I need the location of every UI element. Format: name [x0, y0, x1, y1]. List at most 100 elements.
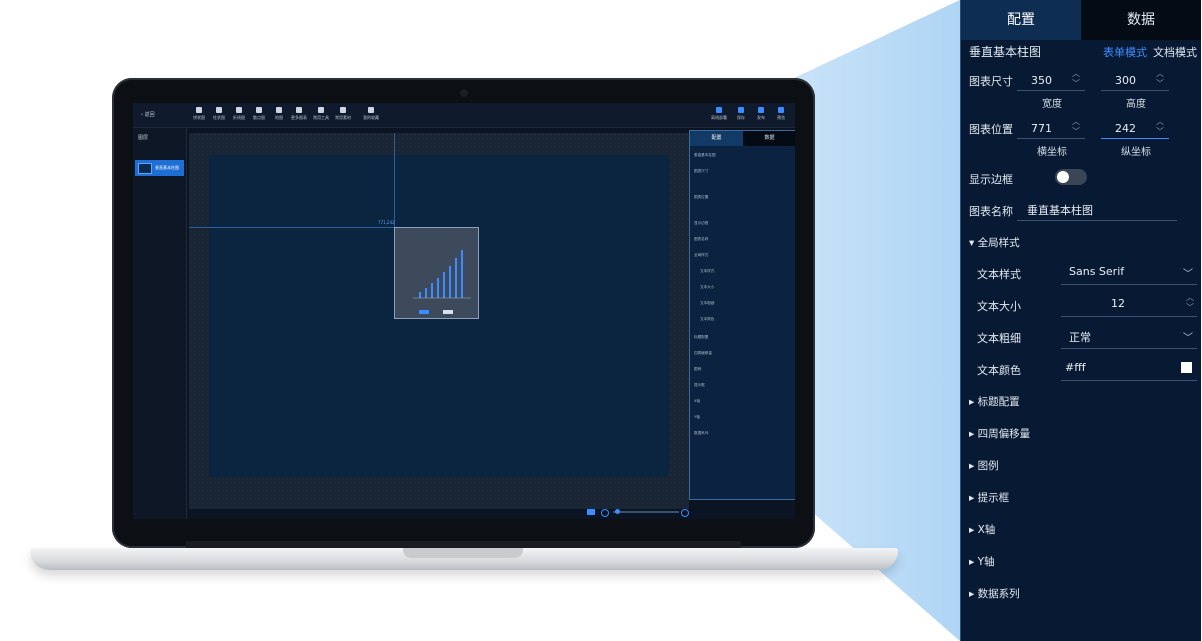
chevron-down-icon[interactable]: ﹀	[1072, 127, 1080, 136]
color-swatch[interactable]	[1181, 362, 1192, 373]
font-style-select[interactable]: Sans Serif ﹀	[1061, 260, 1197, 285]
tool-scatter[interactable]: 散点图	[249, 107, 269, 121]
layer-item[interactable]: 垂直基本柱图	[135, 160, 184, 176]
name-input[interactable]: 垂直基本柱图	[1017, 198, 1177, 221]
zoom-in-icon[interactable]	[681, 509, 689, 517]
chevron-down-icon[interactable]: ﹀	[1072, 79, 1080, 88]
mini-section[interactable]: 四周偏移量	[694, 351, 712, 355]
save-icon	[738, 107, 744, 113]
x-input[interactable]: 771 ︿ ﹀	[1017, 118, 1085, 139]
chevron-up-icon[interactable]: ︿	[1072, 69, 1080, 78]
tool-preview[interactable]: 预览	[771, 107, 791, 121]
more-icon	[296, 107, 302, 113]
zoom-slider-thumb[interactable]	[615, 509, 620, 514]
border-toggle[interactable]	[1055, 169, 1087, 185]
map-icon	[276, 107, 282, 113]
section-series[interactable]: ▸ 数据系列	[969, 588, 1020, 600]
config-panel: 配置 数据 垂直基本柱图 表单模式 文档模式 图表尺寸 350 ︿ ﹀ 300 …	[960, 0, 1201, 641]
global-style-header[interactable]: ▾ 全局样式	[969, 237, 1020, 249]
mini-tab-config[interactable]: 配置	[690, 131, 743, 146]
mini-font-size-label: 文本大小	[700, 285, 715, 289]
tool-label: 预览	[777, 115, 785, 120]
mini-section[interactable]: 标题配置	[694, 335, 709, 339]
tool-label: 保存	[737, 115, 745, 120]
mini-global-style[interactable]: 全局样式	[694, 253, 709, 257]
tool-favorites[interactable]: 我的收藏	[361, 107, 381, 121]
tool-deploy[interactable]: 离线部署	[709, 107, 729, 121]
chevron-down-icon[interactable]: ﹀	[1186, 303, 1194, 312]
section-offset[interactable]: ▸ 四周偏移量	[969, 428, 1031, 440]
webcam	[460, 89, 468, 97]
section-label: Y轴	[977, 556, 995, 568]
mini-size-label: 图表尺寸	[694, 169, 709, 173]
chevron-down-icon[interactable]: ﹀	[1156, 127, 1164, 136]
mini-section[interactable]: 图例	[694, 367, 702, 371]
mini-tab-data[interactable]: 数据	[743, 131, 795, 146]
layer-label: 垂直基本柱图	[155, 165, 179, 170]
width-value: 350	[1031, 74, 1052, 87]
laptop-base	[30, 548, 898, 570]
zoom-out-icon[interactable]	[601, 509, 609, 517]
mini-section[interactable]: 数据系列	[694, 431, 709, 435]
mini-name-label: 图表名称	[694, 237, 709, 241]
tool-pie[interactable]: 饼状图	[189, 107, 209, 121]
mini-config-panel: 配置 数据 垂直基本柱图 图表尺寸 图表位置 显示边框 图表名称 全局样式 文本…	[689, 130, 795, 500]
tool-more-charts[interactable]: 更多图表	[289, 107, 309, 121]
tool-bar[interactable]: 柱状图	[209, 107, 229, 121]
font-weight-label: 文本粗细	[977, 332, 1021, 345]
toggle-knob	[1057, 171, 1069, 183]
tool-publish[interactable]: 发布	[751, 107, 771, 121]
section-label: 四周偏移量	[977, 428, 1031, 440]
tab-data[interactable]: 数据	[1081, 0, 1201, 40]
mini-section[interactable]: 提示框	[694, 383, 705, 387]
font-style-value: Sans Serif	[1069, 265, 1125, 278]
mode-doc[interactable]: 文档模式	[1153, 46, 1197, 59]
height-input[interactable]: 300 ︿ ﹀	[1101, 70, 1169, 91]
tool-label: 常用素材	[335, 115, 351, 120]
tool-save[interactable]: 保存	[731, 107, 751, 121]
chevron-up-icon[interactable]: ︿	[1156, 117, 1164, 126]
chevron-down-icon[interactable]: ﹀	[1156, 79, 1164, 88]
zoom-slider[interactable]	[613, 511, 679, 513]
y-input[interactable]: 242 ︿ ﹀	[1101, 118, 1169, 139]
tool-assets[interactable]: 常用素材	[333, 107, 353, 121]
chevron-up-icon[interactable]: ︿	[1156, 69, 1164, 78]
layer-thumb	[138, 163, 152, 174]
font-color-input[interactable]: #fff	[1061, 356, 1197, 381]
mini-section[interactable]: Y轴	[694, 415, 700, 419]
mini-font-style-label: 文本样式	[700, 269, 715, 273]
tool-common[interactable]: 常用工具	[311, 107, 331, 121]
tool-map[interactable]: 地图	[269, 107, 289, 121]
width-input[interactable]: 350 ︿ ﹀	[1017, 70, 1085, 91]
height-value: 300	[1115, 74, 1136, 87]
fit-icon[interactable]	[587, 509, 595, 515]
section-legend[interactable]: ▸ 图例	[969, 460, 999, 472]
tool-line[interactable]: 折线图	[229, 107, 249, 121]
name-label: 图表名称	[969, 205, 1013, 218]
chart-type-title: 垂直基本柱图	[969, 45, 1042, 59]
size-label: 图表尺寸	[969, 75, 1013, 88]
font-color-value: #fff	[1065, 361, 1086, 374]
chevron-down-icon: ﹀	[1183, 269, 1193, 280]
font-weight-select[interactable]: 正常 ﹀	[1061, 324, 1197, 349]
y-value: 242	[1115, 122, 1136, 135]
back-label: 返回	[144, 112, 155, 118]
chevron-up-icon[interactable]: ︿	[1072, 117, 1080, 126]
section-tooltip[interactable]: ▸ 提示框	[969, 492, 1010, 504]
mode-form[interactable]: 表单模式	[1103, 46, 1147, 59]
section-title-config[interactable]: ▸ 标题配置	[969, 396, 1020, 408]
section-y-axis[interactable]: ▸ Y轴	[969, 556, 995, 568]
mini-section[interactable]: X轴	[694, 399, 701, 403]
chart-widget[interactable]	[394, 227, 479, 319]
laptop-notch	[403, 548, 523, 558]
section-label: 提示框	[977, 492, 1010, 504]
tab-config[interactable]: 配置	[961, 0, 1081, 40]
layers-panel: 图层 垂直基本柱图	[133, 128, 187, 519]
section-x-axis[interactable]: ▸ X轴	[969, 524, 996, 536]
back-button[interactable]: ‹ 返回	[141, 112, 155, 118]
tool-label: 柱状图	[213, 115, 225, 120]
star-icon	[368, 107, 374, 113]
deploy-icon	[716, 107, 722, 113]
font-size-input[interactable]: 12 ︿ ﹀	[1061, 292, 1197, 317]
chevron-up-icon[interactable]: ︿	[1186, 293, 1194, 302]
